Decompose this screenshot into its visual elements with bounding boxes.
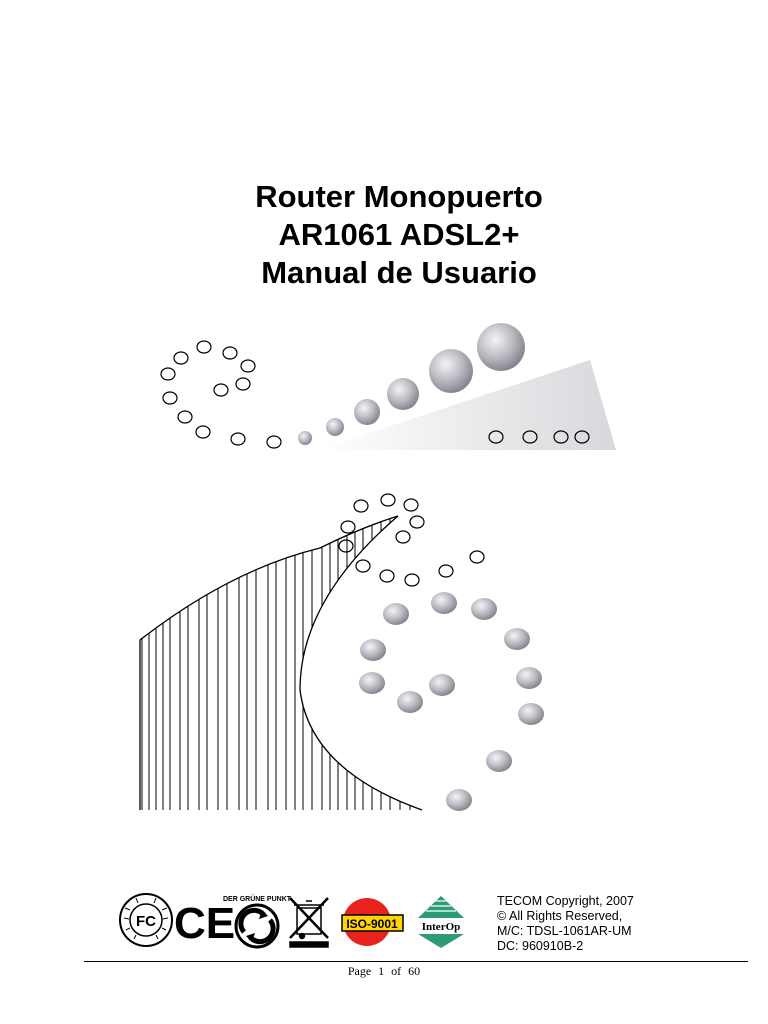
page-current: 1 bbox=[378, 964, 385, 978]
copyright-line-1: TECOM Copyright, 2007 bbox=[497, 894, 634, 908]
title-line-3: Manual de Usuario bbox=[261, 255, 537, 290]
copyright-line-2: © All Rights Reserved, bbox=[497, 909, 623, 923]
document-title: Router Monopuerto AR1061 ADSL2+ Manual d… bbox=[0, 178, 768, 292]
green-point-text: DER GRÜNE PUNKT bbox=[223, 894, 292, 903]
iso-label: ISO-9001 bbox=[346, 917, 398, 931]
hatched-shape-outline bbox=[139, 515, 423, 811]
fcc-mark: FC bbox=[136, 913, 156, 930]
sphere-row bbox=[298, 323, 525, 445]
interop-logo: InterOp bbox=[418, 896, 464, 948]
lower-sphere-spiral bbox=[359, 592, 544, 811]
lower-ring-cluster bbox=[338, 493, 485, 587]
ce-mark: CE bbox=[174, 899, 235, 948]
ring-spiral bbox=[160, 340, 590, 449]
footer-rule bbox=[84, 961, 748, 962]
upper-illustration bbox=[160, 323, 616, 450]
copyright-block: TECOM Copyright, 2007 © All Rights Reser… bbox=[497, 894, 634, 954]
lower-illustration bbox=[139, 493, 544, 811]
title-line-1: Router Monopuerto bbox=[255, 179, 543, 214]
gray-wedge bbox=[318, 360, 616, 450]
green-dot-logo: DER GRÜNE PUNKT bbox=[223, 894, 292, 949]
interop-label: InterOp bbox=[422, 921, 461, 933]
fcc-logo: FC bbox=[119, 893, 173, 947]
iso-9001-logo: ISO-9001 bbox=[341, 898, 404, 946]
title-line-2: AR1061 ADSL2+ bbox=[278, 217, 520, 252]
certification-logos: FC CE DER GRÜNE PUNKT ISO-9001 bbox=[119, 893, 464, 949]
weee-bin-icon bbox=[289, 897, 329, 948]
page-total: 60 bbox=[408, 964, 421, 978]
page-of: of bbox=[391, 964, 402, 978]
page-number: Page 1 of 60 bbox=[0, 964, 768, 979]
copyright-line-4: DC: 960910B-2 bbox=[497, 939, 584, 953]
cover-artwork bbox=[139, 323, 616, 811]
copyright-line-3: M/C: TDSL-1061AR-UM bbox=[497, 924, 632, 938]
page-label: Page bbox=[347, 964, 372, 978]
